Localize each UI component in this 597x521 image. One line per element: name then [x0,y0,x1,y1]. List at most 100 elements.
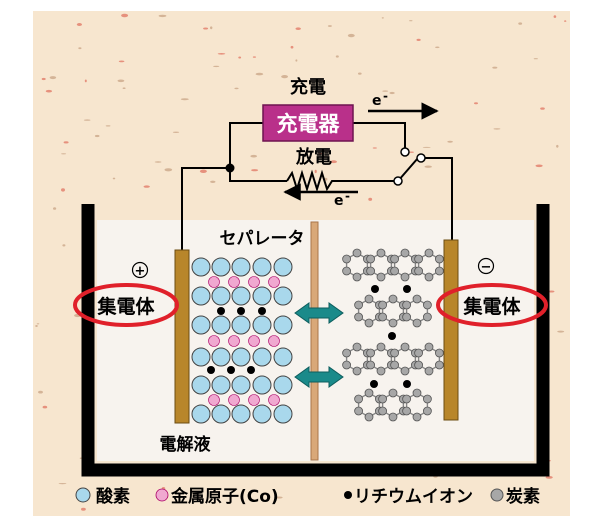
lithium-ion [247,366,255,374]
carbon-atom [352,272,362,282]
lithium-ion [370,380,378,388]
carbon-atom [402,300,412,310]
speckle [61,153,67,155]
carbon-atom [412,388,422,398]
electron-minus-top: - [383,89,388,103]
carbon-atom [376,366,386,376]
speckle [290,45,294,49]
right-collector-highlight [436,283,548,327]
speckle [557,330,565,333]
metal-atom [268,394,280,406]
cathode-lattice [191,257,293,424]
ion-migration-arrow-upper [294,302,344,324]
carbon-atom [352,342,362,352]
speckle [372,147,377,149]
discharge-label: 放電 [295,146,332,168]
metal-atom [248,335,260,347]
carbon-atom [378,394,388,404]
speckle [381,17,384,19]
speckle [83,119,91,121]
left-collector-label: 集電体 [96,295,155,318]
carbon-atom [414,360,424,370]
carbon-atom [400,272,410,282]
electron-label-top: e [372,93,382,109]
carbon-atom [414,254,424,264]
metal-atom [208,394,220,406]
speckle [76,23,82,26]
oxygen-atom [273,347,293,367]
carbon-atom [364,412,374,422]
background-speckles [35,13,567,511]
speckle [318,152,323,155]
metal-atom [248,394,260,406]
switch-contact-bottom [393,176,403,186]
metal-atom [228,335,240,347]
speckle [199,169,207,173]
speckle [327,25,332,27]
speckle [49,76,57,80]
speckle [35,325,38,327]
carbon-atom [388,294,398,304]
speckle [122,87,126,89]
carbon-atom [400,342,410,352]
lithium-ion [217,307,225,315]
speckle [45,89,53,93]
speckle [474,102,478,105]
speckle [518,22,523,25]
legend-metal-atom: 金属原子(Co) [170,486,279,507]
negative-current-collector [443,239,459,421]
carbon-atom [366,266,376,276]
speckle [416,38,421,42]
legend-oxygen: 酸素 [96,486,130,507]
carbon-atom [354,300,364,310]
speckle [368,197,373,201]
speckle [250,154,257,158]
legend: 酸素 金属原子(Co) リチウムイオン 炭素 [75,486,540,507]
carbon-atom [364,294,374,304]
oxygen-atom [191,257,211,277]
carbon-atom [342,360,352,370]
oxygen-atom [273,257,293,277]
speckle [158,14,167,18]
separator [310,221,319,461]
speckle [295,27,301,31]
metal-atom [208,335,220,347]
carbon-atom [388,412,398,422]
speckle [535,164,543,168]
positive-current-collector [174,249,190,424]
speckle [295,59,298,62]
carbon-atom [354,312,364,322]
battery-container [81,204,550,477]
oxygen-atom [252,347,272,367]
circuit-wires [181,122,453,252]
lithium-legend-icon [344,491,352,499]
speckle [358,72,362,75]
metal-atom [268,335,280,347]
speckle [58,483,67,485]
speckle [63,141,69,144]
oxygen-atom [252,286,272,306]
oxygen-atom [231,257,251,277]
lithium-ion [258,307,266,315]
speckle [117,79,125,83]
carbon-atom [390,348,400,358]
wire-junction [225,163,235,173]
speckle [217,53,226,55]
speckle [553,15,557,18]
lithium-ion [403,380,411,388]
carbon-atom [414,266,424,276]
oxygen-atom [273,315,293,335]
electron-minus-bottom: - [345,189,350,203]
metal-atom [208,276,220,288]
oxygen-atom [191,375,211,395]
lithium-ion [388,332,396,340]
speckle [564,20,567,22]
legend-carbon: 炭素 [506,486,540,507]
speckle [252,56,256,58]
charger-label: 充電器 [277,112,341,136]
oxygen-atom [211,315,231,335]
speckle [143,185,150,188]
carbon-atom [378,312,388,322]
speckle [112,177,116,180]
carbon-atom [422,394,432,404]
